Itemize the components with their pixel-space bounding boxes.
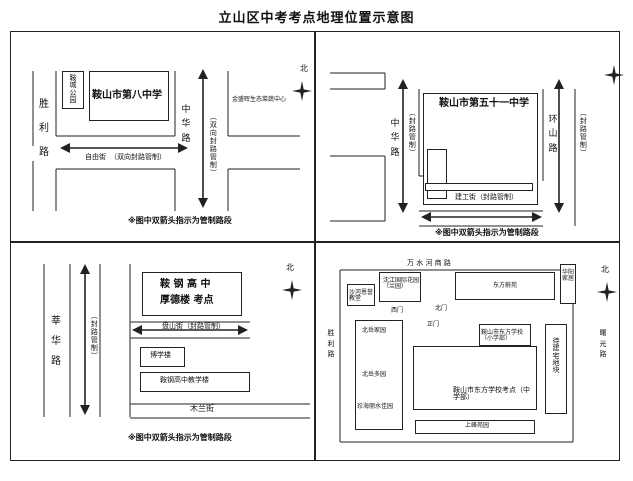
compass-icon <box>597 282 617 302</box>
kindergarten-label: 沙河恩誉教堂 <box>349 289 374 303</box>
center-label: 金盛晖生态菜蔬中心 <box>232 96 287 103</box>
kindergarten-box <box>347 284 375 306</box>
north-label: 北 <box>300 64 308 73</box>
west-gate-label: 西门 <box>391 307 404 314</box>
compass-icon <box>282 280 302 300</box>
compass-icon <box>292 81 312 101</box>
road-right-label-4: 曙光路 <box>599 329 607 358</box>
bldg-a-box <box>355 320 403 430</box>
road-right-label-2: 环山路 <box>548 115 558 154</box>
store-box <box>560 264 576 304</box>
panel-eighth-middle-school: 鞍城公园 鞍山市第八中学 胜利路 中华路 （双向封路管制） 金盛晖生态菜蔬中心 … <box>10 31 314 241</box>
xiaoxue-box <box>479 324 531 346</box>
school-bottom-bar <box>425 183 533 191</box>
shop-label: 东方蔚苑 <box>493 282 518 289</box>
road-right-control-label: （双向封路管制） <box>209 113 218 177</box>
street-name: 自由街 <box>85 153 106 161</box>
panel-dongfang-school: 万 水 河 商 路 胜利路 曙光路 沙河恩誉教堂 沈江国际花园（兰园） 东方蔚苑… <box>315 242 620 461</box>
panel2-roads <box>330 72 576 227</box>
shop-box <box>455 272 555 300</box>
road-left-label-4: 胜利路 <box>327 329 335 358</box>
bldg-b-label: 北岳多园 <box>362 371 387 378</box>
road-left-control: （封路管制） <box>408 109 417 157</box>
page-title: 立山区中考考点地理位置示意图 <box>218 11 415 26</box>
north-label: 北 <box>286 263 294 272</box>
compass-icon <box>604 65 624 85</box>
note-label: ※图中双箭头指示为管制路段 <box>435 228 539 237</box>
road-left-control-3: （封路管制） <box>90 312 99 360</box>
panel-51st-middle-school: 鞍山市第五十一中学 （封路管制） 中华路 环山路 （封路管制） 建工街（封路管制… <box>315 31 624 241</box>
street-top-label: 万 水 河 商 路 <box>407 259 451 267</box>
panel1-roads <box>32 69 300 211</box>
horizontal-divider <box>10 241 620 243</box>
note-label: ※图中双箭头指示为管制路段 <box>128 216 232 225</box>
road-left-label: 胜利路 <box>39 99 49 158</box>
bldg-c-label: 珍海丽水佳园 <box>357 403 394 410</box>
north-label: 北 <box>601 265 609 274</box>
garden-label: 沈江国际花园（兰园） <box>383 277 420 291</box>
park-box <box>62 71 84 109</box>
street-label-3: 盘山街（封路管制） <box>162 322 225 330</box>
school-label-dongfang: 鞍山市东方学校考点（中学部） <box>453 386 530 402</box>
bldg-a-label: 北岳家园 <box>362 327 387 334</box>
bldg-label-2: 鞍钢高中教学楼 <box>160 376 209 384</box>
south-gate-label: 正门 <box>427 321 440 328</box>
school-label-51: 鞍山市第五十一中学 <box>439 98 529 109</box>
bldg-box-1 <box>140 347 185 367</box>
school-box-dongfang <box>413 346 537 410</box>
road-right-control: （封路管制） <box>579 109 588 157</box>
park-label: 鞍城公园 <box>69 74 77 105</box>
road-left-label-2: 中华路 <box>390 119 400 158</box>
street-label: 自由街 （双向封路管制） <box>85 153 166 161</box>
store-label: 华阳家居 <box>562 269 575 283</box>
garden-box <box>379 272 421 302</box>
construction-box <box>545 324 567 414</box>
street-label-2: 建工街（封路管制） <box>455 193 518 201</box>
xiaoxue-label: 鞍山市东方学校（小学部） <box>481 329 524 343</box>
school-box-angang <box>142 272 242 316</box>
panel3-roads <box>43 264 310 419</box>
bldg-label-1: 博学楼 <box>150 351 171 359</box>
road-right-label: 中华路 <box>181 105 191 144</box>
bottom-box <box>415 420 535 434</box>
vertical-divider <box>314 31 316 461</box>
construction-label: 待建宅地块 <box>552 337 560 375</box>
road-left-label-3: 莘华路 <box>51 316 61 367</box>
bottom-label: 上峰苑园 <box>465 422 490 429</box>
bldg-box-2 <box>140 372 250 392</box>
panel4-roads <box>339 269 574 443</box>
street2-label-3: 木兰街 <box>190 404 214 413</box>
school-label-line2: 厚德楼 考点 <box>160 295 214 306</box>
note-label: ※图中双箭头指示为管制路段 <box>128 433 232 442</box>
school-label-line1: 鞍 钢 高 中 <box>160 279 211 290</box>
school-label: 鞍山市第八中学 <box>92 90 162 101</box>
panel-angang-high-school: 鞍 钢 高 中 厚德楼 考点 博学楼 鞍钢高中教学楼 莘华路 （封路管制） 盘山… <box>10 242 314 461</box>
north-gate-label: 北门 <box>435 305 448 312</box>
school-box <box>89 71 169 121</box>
school-inner-box <box>427 149 447 199</box>
street-control: （双向封路管制） <box>110 153 166 161</box>
